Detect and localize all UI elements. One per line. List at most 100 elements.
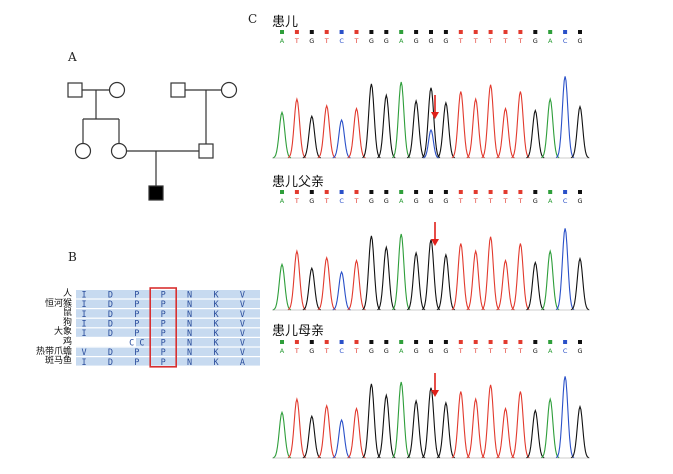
species-label: 鼠 xyxy=(62,308,72,319)
trace-peak xyxy=(540,97,560,159)
base-letter: G xyxy=(443,197,448,205)
trace-peak xyxy=(555,376,575,459)
base-letter: T xyxy=(517,37,522,45)
base-letter: A xyxy=(280,347,285,355)
base-marker xyxy=(518,30,523,34)
panel-label-c: C xyxy=(248,12,258,26)
trace-peak xyxy=(466,397,485,459)
trace-peak xyxy=(406,99,426,159)
base-marker xyxy=(533,340,538,344)
amino-acid: P xyxy=(134,300,139,310)
trace-peak xyxy=(272,410,292,459)
base-letter: G xyxy=(309,347,314,355)
trace-peak xyxy=(362,83,381,159)
base-letter: A xyxy=(548,197,553,205)
pedigree-grandfather-maternal xyxy=(170,82,186,98)
trace-peak xyxy=(362,235,381,311)
trace-peak xyxy=(511,391,530,459)
base-letter: G xyxy=(309,197,314,205)
base-letter: G xyxy=(309,37,314,45)
base-marker xyxy=(443,340,448,344)
amino-acid: K xyxy=(213,300,219,310)
panel-label-b: B xyxy=(68,250,77,264)
base-letter: G xyxy=(414,37,419,45)
base-letter: T xyxy=(294,347,299,355)
trace-peak xyxy=(481,84,500,159)
trace-peak xyxy=(406,399,426,459)
species-label: 鸡 xyxy=(62,337,72,347)
amino-acid: D xyxy=(108,358,113,368)
amino-acid: I xyxy=(81,319,86,329)
base-marker xyxy=(280,340,284,344)
alignment-row xyxy=(76,338,260,347)
base-marker xyxy=(414,30,419,34)
amino-acid: V xyxy=(240,310,245,320)
amino-acid: D xyxy=(108,291,113,301)
base-marker xyxy=(473,340,478,344)
trace-peak xyxy=(451,91,471,159)
trace-peak xyxy=(272,262,292,311)
highlight-box xyxy=(149,287,177,368)
alignment-row xyxy=(76,328,260,337)
amino-acid: P xyxy=(161,348,166,358)
base-marker xyxy=(548,340,553,344)
base-marker xyxy=(578,190,582,194)
alignment-row xyxy=(76,318,260,328)
trace-peak xyxy=(391,233,411,311)
amino-acid: V xyxy=(240,291,245,301)
alignment-row xyxy=(76,357,260,366)
base-letter: T xyxy=(473,347,478,355)
base-letter: A xyxy=(399,37,404,45)
base-marker xyxy=(429,30,433,34)
base-marker xyxy=(399,190,404,194)
base-marker xyxy=(548,30,553,34)
base-letter: G xyxy=(428,37,433,45)
amino-acid: P xyxy=(134,358,139,368)
trace-peak xyxy=(347,406,366,459)
base-letter: C xyxy=(339,37,344,45)
trace-peak xyxy=(451,391,471,459)
amino-acid: I xyxy=(81,310,86,320)
secondary-peak xyxy=(422,128,440,159)
base-letter: T xyxy=(458,197,463,205)
trace-peak xyxy=(272,110,292,159)
trace-peak xyxy=(436,400,456,459)
base-letter: G xyxy=(443,347,448,355)
base-letter: G xyxy=(414,347,419,355)
amino-acid: K xyxy=(213,319,219,329)
amino-acid: D xyxy=(108,319,113,329)
base-letter: T xyxy=(324,37,329,45)
amino-acid: V xyxy=(240,319,245,329)
base-marker xyxy=(354,190,359,194)
species-label: 斑马鱼 xyxy=(44,356,72,367)
species-label: 热带爪蟾 xyxy=(35,346,72,357)
base-letter: T xyxy=(458,37,463,45)
amino-acid: P xyxy=(161,319,166,329)
base-marker xyxy=(280,190,284,194)
trace-peak xyxy=(377,93,396,159)
amino-acid: I xyxy=(81,291,86,301)
base-letter: T xyxy=(473,197,478,205)
base-marker xyxy=(578,340,582,344)
base-letter: G xyxy=(384,197,389,205)
trace-peak xyxy=(466,97,485,159)
trace-peak xyxy=(317,404,336,459)
amino-acid: P xyxy=(134,329,139,339)
base-marker xyxy=(533,190,538,194)
base-letter: A xyxy=(548,347,553,355)
amino-acid: P xyxy=(161,358,166,368)
base-marker xyxy=(414,340,419,344)
base-letter: A xyxy=(548,37,553,45)
base-marker xyxy=(458,30,463,34)
species-label: 狗 xyxy=(62,317,72,328)
amino-acid: P xyxy=(134,348,139,358)
base-marker xyxy=(443,190,448,194)
species-label: 人 xyxy=(62,289,72,299)
pedigree-proband xyxy=(148,185,164,201)
base-letter: G xyxy=(577,37,582,45)
base-marker xyxy=(309,190,314,194)
base-marker xyxy=(294,340,299,344)
